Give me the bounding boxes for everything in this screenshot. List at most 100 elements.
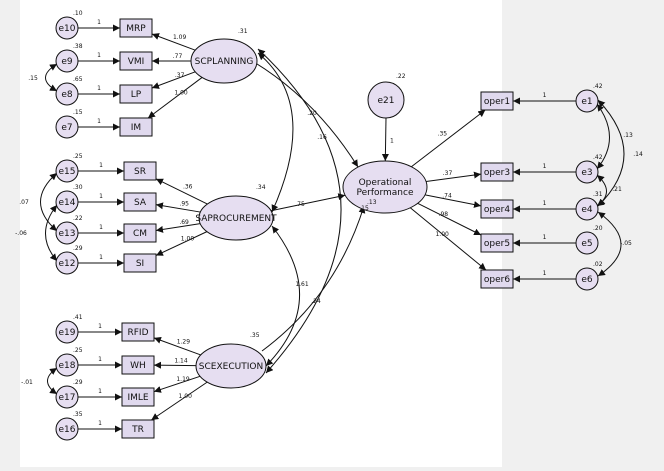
loading-mrp: 1.09 — [173, 34, 187, 41]
error-variance-e12: .29 — [73, 245, 83, 252]
loading-si: 1.00 — [181, 236, 195, 243]
indicator-label-sa: SA — [134, 198, 147, 208]
latent-variance-sce: .35 — [250, 332, 260, 339]
loading-sa: .95 — [179, 200, 189, 207]
error-path-label-e7: 1 — [97, 118, 101, 125]
covariance-e4-e6-label: -.05 — [620, 240, 632, 247]
error-variance-e14: .30 — [73, 184, 83, 191]
error-variance-e5: .20 — [593, 225, 603, 232]
error-path-label-e16: 1 — [98, 420, 102, 427]
loading-imle: 1.19 — [176, 376, 190, 383]
loading-oper4: .74 — [442, 192, 452, 199]
error-path-label-e18: 1 — [98, 356, 102, 363]
error-variance-e15: .25 — [73, 153, 83, 160]
error-label-e5: e5 — [581, 239, 592, 249]
loading-oper3: .37 — [443, 170, 453, 177]
error-path-label-e9: 1 — [97, 52, 101, 59]
loading-tr: 1.00 — [179, 393, 193, 400]
error-label-e4: e4 — [581, 205, 593, 215]
structural-path-scplanning: .16 — [317, 134, 327, 141]
error-path-label-e13: 1 — [99, 224, 103, 231]
loading-oper1: .35 — [438, 130, 448, 137]
error-path-label-e4: 1 — [543, 200, 547, 207]
indicator-label-imle: IMLE — [127, 393, 148, 403]
indicator-label-tr: TR — [131, 425, 144, 435]
loading-rfid: 1.29 — [177, 338, 191, 345]
indicator-label-oper1: oper1 — [484, 97, 510, 107]
covariance-e15-e13-label: .07 — [19, 199, 29, 206]
disturbance-arrow — [385, 118, 386, 161]
indicator-label-si: SI — [136, 259, 144, 269]
error-label-e18: e18 — [59, 361, 76, 371]
covariance-e18-e17-label: -.01 — [21, 379, 33, 386]
error-path-label-e3: 1 — [543, 163, 547, 170]
covariance-scp-sce-label: .15 — [359, 205, 369, 212]
latent-label-sce: SCEXECUTION — [199, 362, 263, 372]
loading-im: 1.00 — [174, 90, 188, 97]
error-path-label-e1: 1 — [543, 92, 547, 99]
error-label-e7: e7 — [61, 123, 72, 133]
error-variance-e19: .41 — [73, 314, 83, 321]
indicator-label-wh: WH — [130, 361, 146, 371]
structural-path-saprocurement: .75 — [295, 201, 305, 208]
error-path-label-e6: 1 — [543, 270, 547, 277]
covariance-e1-e4-label: .14 — [633, 151, 643, 158]
error-path-label-e10: 1 — [97, 19, 101, 26]
error-label-e16: e16 — [59, 425, 76, 435]
covariance-scp-sap-label: .20 — [307, 110, 317, 117]
indicator-label-im: IM — [131, 123, 141, 133]
indicator-label-rfid: RFID — [127, 328, 148, 338]
latent-label-line-2: Performance — [356, 188, 413, 198]
latent-label-sap: SAPROCUREMENT — [195, 214, 277, 224]
error-label-e12: e12 — [59, 259, 76, 269]
structural-path-scexecution: 1.61 — [295, 281, 309, 288]
error-variance-e4: .31 — [593, 191, 603, 198]
indicator-label-cm: CM — [133, 229, 147, 239]
error-variance-e10: .10 — [73, 10, 83, 17]
loading-vmi: .77 — [173, 53, 183, 60]
indicator-label-mrp: MRP — [126, 24, 146, 34]
indicator-label-lp: LP — [131, 90, 142, 100]
error-label-e3: e3 — [581, 168, 592, 178]
error-path-label-e8: 1 — [97, 85, 101, 92]
latent-label-line-1: Operational — [359, 178, 412, 188]
covariance-e14-e12-label: -.06 — [15, 230, 27, 237]
covariance-e9-e8-label: .15 — [28, 75, 38, 82]
loading-oper5: .98 — [439, 211, 449, 218]
disturbance-path-label: 1 — [390, 138, 394, 145]
error-label-e19: e19 — [59, 328, 76, 338]
indicator-label-oper3: oper3 — [484, 168, 510, 178]
indicator-label-sr: SR — [134, 167, 146, 177]
error-variance-e21: .22 — [396, 73, 406, 80]
error-variance-e13: .22 — [73, 215, 83, 222]
error-path-label-e14: 1 — [99, 193, 103, 200]
error-path-label-e15: 1 — [99, 162, 103, 169]
error-label-e14: e14 — [59, 198, 76, 208]
covariance-sap-sce-label: .24 — [311, 298, 321, 305]
indicator-label-oper5: oper5 — [484, 239, 510, 249]
latent-variance-sap: .34 — [256, 184, 266, 191]
error-variance-e8: .65 — [73, 76, 83, 83]
loading-cm: .69 — [179, 219, 189, 226]
error-variance-e1: .42 — [593, 83, 603, 90]
indicator-label-oper4: oper4 — [484, 205, 510, 215]
error-variance-e9: .38 — [73, 43, 83, 50]
error-label-e8: e8 — [61, 90, 73, 100]
error-label-e17: e17 — [59, 393, 76, 403]
error-path-label-e12: 1 — [99, 254, 103, 261]
error-label-e9: e9 — [61, 57, 73, 67]
loading-wh: 1.14 — [174, 357, 188, 364]
error-label-e13: e13 — [59, 229, 76, 239]
error-variance-e17: .29 — [73, 379, 83, 386]
error-variance-e16: .35 — [73, 411, 83, 418]
loading-sr: .36 — [183, 183, 193, 190]
indicator-label-vmi: VMI — [128, 57, 145, 67]
error-variance-e7: .15 — [73, 109, 83, 116]
error-path-label-e19: 1 — [98, 323, 102, 330]
loading-lp: .37 — [175, 72, 185, 79]
error-variance-e6: .02 — [593, 261, 603, 268]
error-label-e10: e10 — [59, 24, 76, 34]
error-label-e1: e1 — [581, 97, 592, 107]
